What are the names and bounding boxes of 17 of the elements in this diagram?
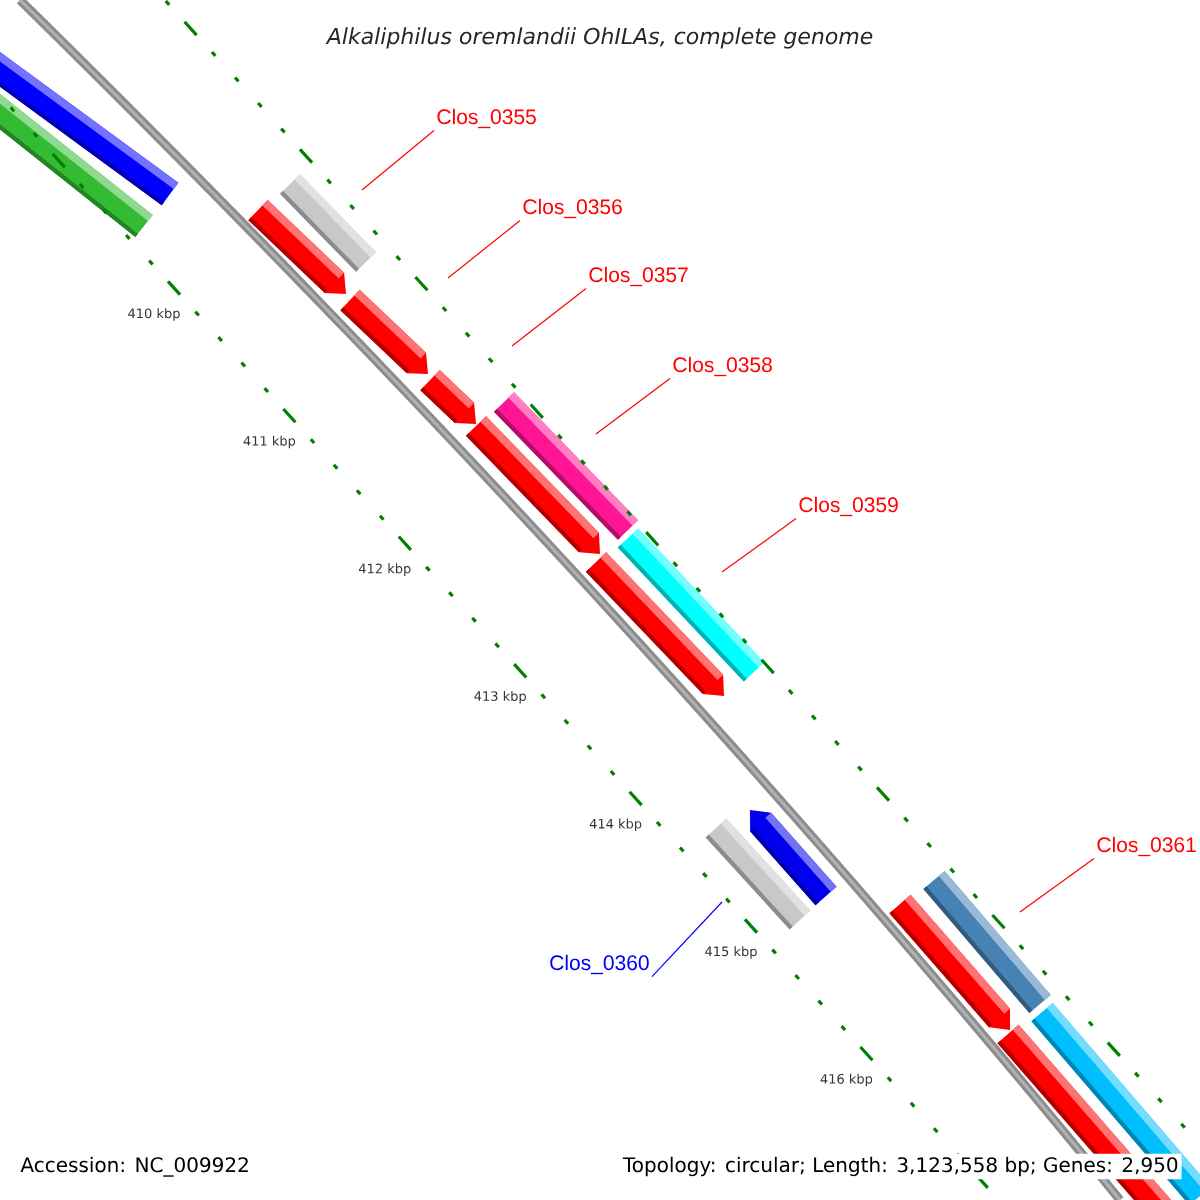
leader-line	[595, 377, 671, 435]
gene-label: Clos_0357	[589, 266, 688, 287]
gene-label: Clos_0356	[523, 198, 622, 219]
leader-line	[721, 518, 797, 573]
leader-line	[1019, 858, 1095, 913]
gene-label: Clos_0358	[673, 356, 772, 377]
gene-label: Clos_0355	[437, 108, 536, 129]
gene-label: Clos_0359	[799, 496, 898, 517]
leader-line	[651, 901, 723, 978]
leader-line	[511, 287, 587, 347]
title: Alkaliphilus oremlandii OhILAs, complete genome	[325, 27, 873, 49]
gene-label: Clos_0361	[1097, 836, 1196, 857]
genome-info-label: Topology: circular; Length: 3,123,558 bp; Genes: 2,950	[619, 1153, 1182, 1180]
leader-line	[447, 220, 521, 279]
gene-label: Clos_0360	[550, 954, 649, 975]
leader-line	[361, 130, 435, 191]
accession-label: Accession: NC_009922	[20, 1156, 248, 1177]
